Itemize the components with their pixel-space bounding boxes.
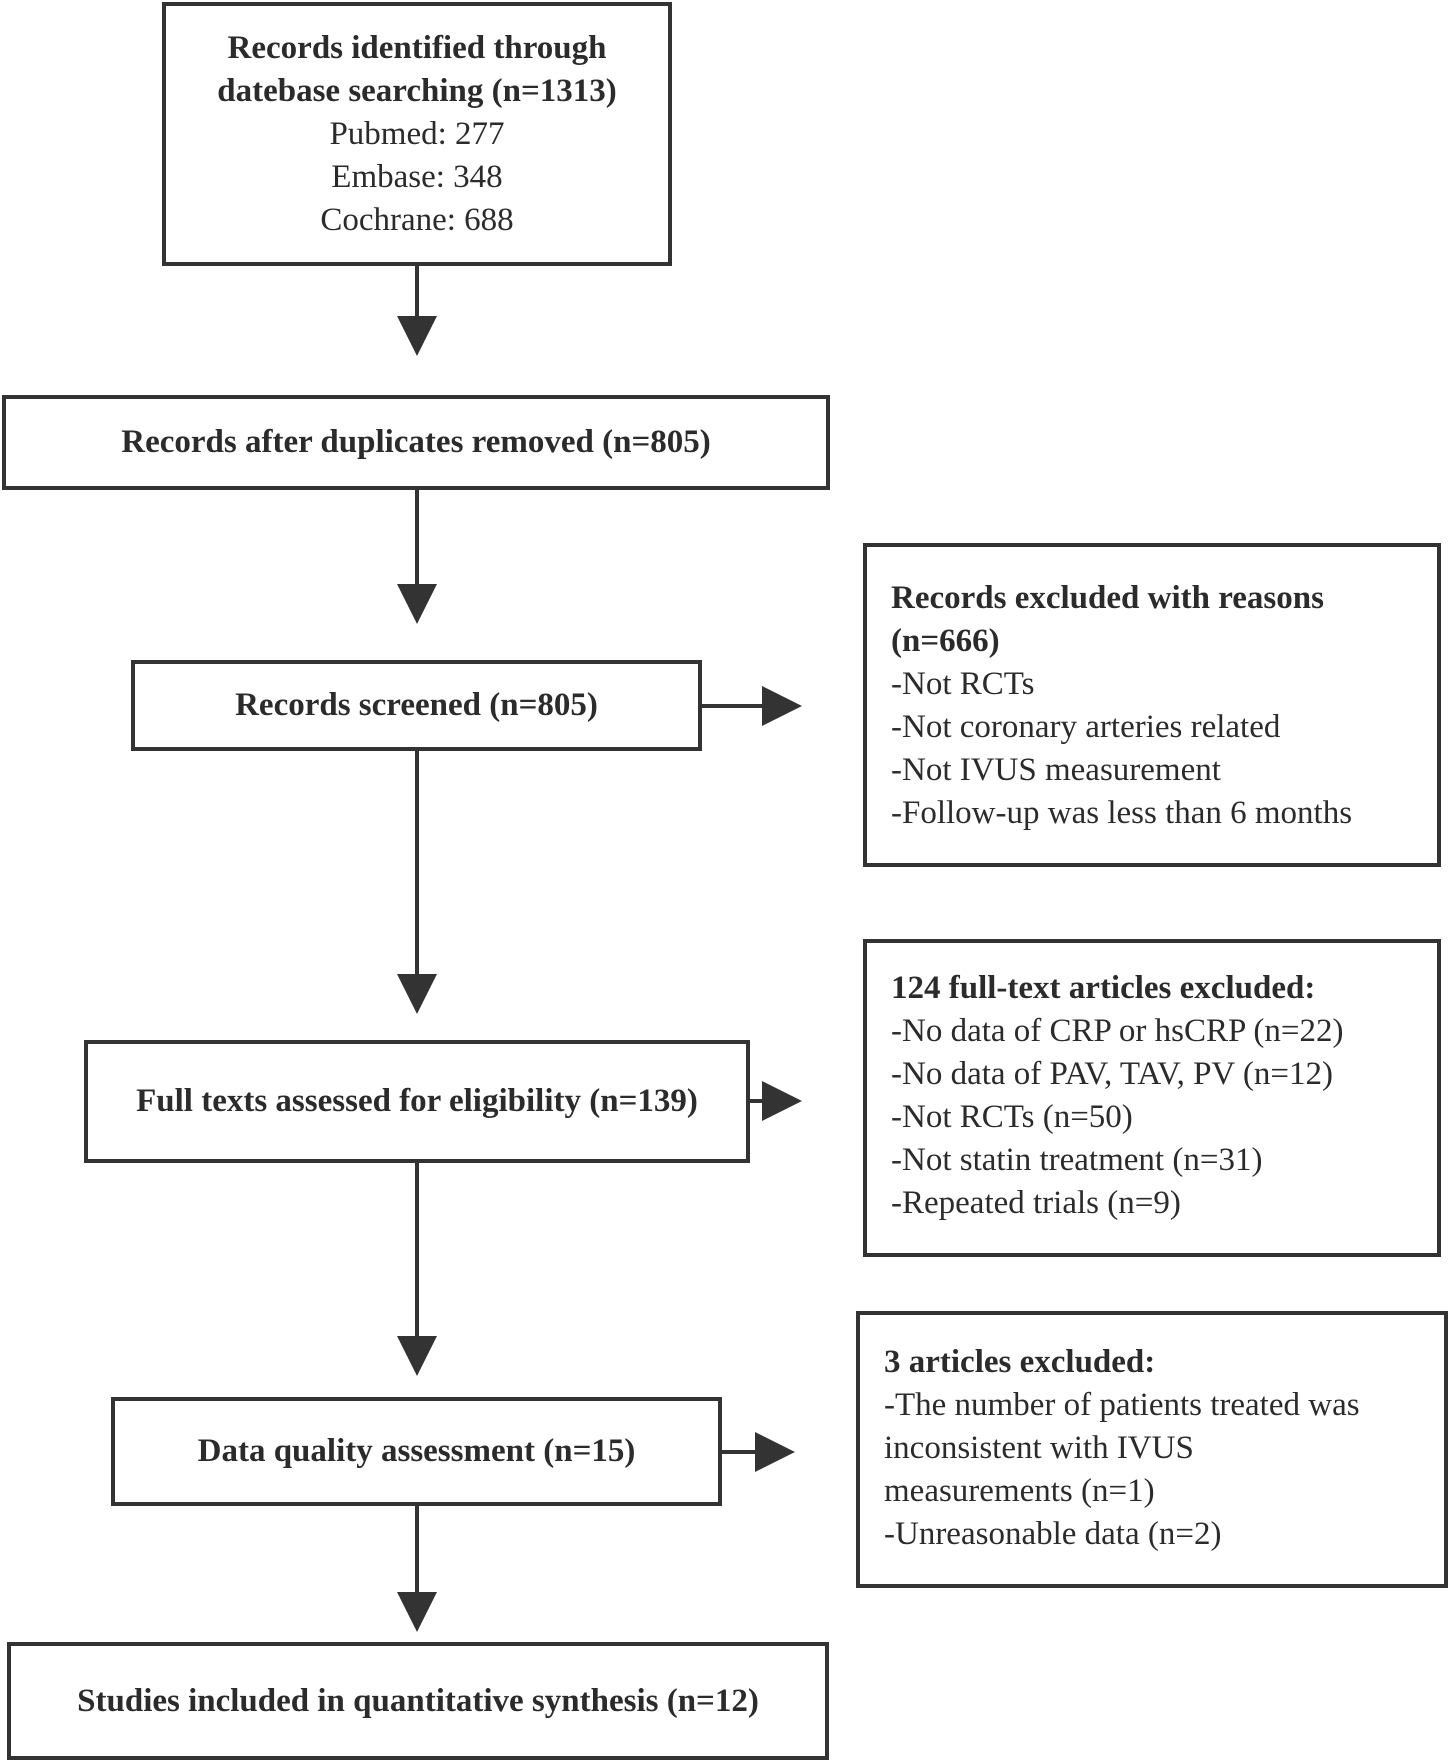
quality-assessment-box: Data quality assessment (n=15)	[111, 1397, 722, 1506]
records-screened-box: Records screened (n=805)	[131, 660, 702, 751]
source-embase: Embase: 348	[331, 158, 503, 195]
full-texts-box: Full texts assessed for eligibility (n=1…	[84, 1040, 750, 1163]
records-identified-box: Records identified through datebase sear…	[162, 2, 672, 266]
fulltext-reason-statin: -Not statin treatment (n=31)	[891, 1142, 1263, 1178]
quality-reason-1-line-3: measurements (n=1)	[884, 1473, 1155, 1509]
excluded-reason-not-rcts: -Not RCTs	[891, 666, 1035, 702]
fulltext-reason-rcts: -Not RCTs (n=50)	[891, 1099, 1133, 1135]
records-screened-label: Records screened (n=805)	[235, 687, 598, 723]
excluded-reason-follow-up: -Follow-up was less than 6 months	[891, 795, 1353, 831]
studies-included-label: Studies included in quantitative synthes…	[77, 1682, 759, 1719]
records-identified-title-1: Records identified through	[227, 29, 607, 66]
fulltext-reason-repeated: -Repeated trials (n=9)	[891, 1185, 1181, 1221]
source-cochrane: Cochrane: 688	[320, 201, 514, 238]
quality-reason-1-line-1: -The number of patients treated was	[884, 1387, 1360, 1423]
excluded-screening-box: Records excluded with reasons (n=666) -N…	[863, 543, 1441, 867]
excluded-quality-box: 3 articles excluded: -The number of pati…	[856, 1311, 1448, 1588]
excluded-reason-not-coronary: -Not coronary arteries related	[891, 709, 1281, 745]
excluded-screening-title-2: (n=666)	[891, 623, 1000, 659]
duplicates-removed-box: Records after duplicates removed (n=805)	[2, 395, 830, 490]
studies-included-box: Studies included in quantitative synthes…	[7, 1642, 829, 1760]
full-texts-label: Full texts assessed for eligibility (n=1…	[136, 1083, 698, 1119]
excluded-fulltext-title: 124 full-text articles excluded:	[891, 970, 1316, 1006]
excluded-reason-not-ivus: -Not IVUS measurement	[891, 752, 1221, 788]
quality-reason-2: -Unreasonable data (n=2)	[884, 1516, 1222, 1552]
excluded-screening-title-1: Records excluded with reasons	[891, 580, 1324, 616]
excluded-fulltext-box: 124 full-text articles excluded: -No dat…	[863, 939, 1441, 1257]
source-pubmed: Pubmed: 277	[329, 115, 505, 152]
quality-assessment-label: Data quality assessment (n=15)	[197, 1433, 636, 1469]
records-identified-title-2: datebase searching (n=1313)	[217, 72, 617, 109]
quality-reason-1-line-2: inconsistent with IVUS	[884, 1430, 1194, 1466]
fulltext-reason-pav: -No data of PAV, TAV, PV (n=12)	[891, 1056, 1334, 1092]
duplicates-removed-label: Records after duplicates removed (n=805)	[121, 424, 711, 460]
excluded-quality-title: 3 articles excluded:	[884, 1344, 1156, 1380]
fulltext-reason-crp: -No data of CRP or hsCRP (n=22)	[891, 1013, 1344, 1049]
